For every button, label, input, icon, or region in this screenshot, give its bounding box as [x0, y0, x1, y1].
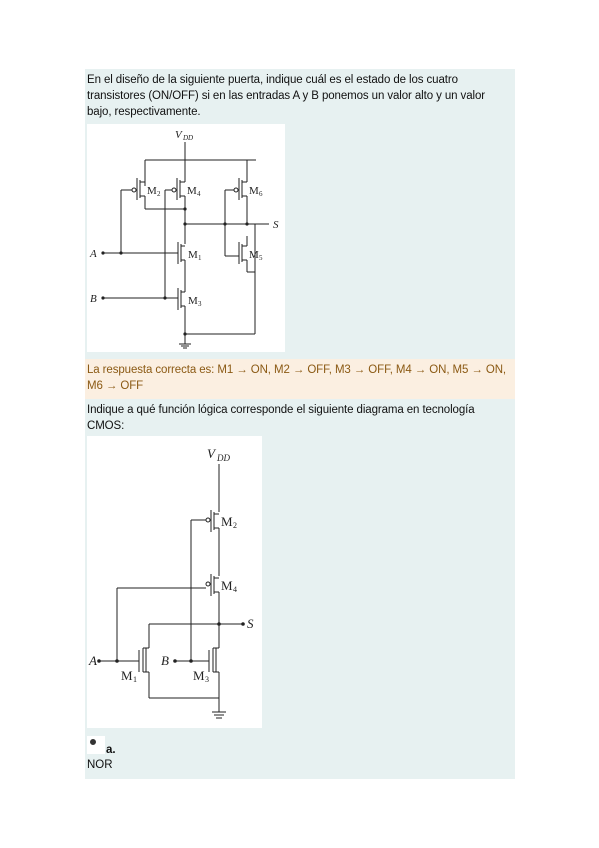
circuit-2-svg: V DD M 2 M 4 S A B M 1 M 3: [88, 446, 254, 719]
vdd-subscript: DD: [216, 453, 230, 463]
m2-label: M: [221, 514, 233, 529]
vdd-label: V: [207, 446, 217, 461]
m2-label: M: [147, 185, 157, 197]
m5-subscript: 5: [259, 254, 263, 262]
question-2-text: Indique a qué función lógica corresponde…: [87, 404, 475, 432]
feedback-panel: [85, 359, 515, 399]
vdd-label: V: [175, 129, 183, 141]
correct-answer-feedback: La respuesta correcta es: M1 → ON, M2 → …: [87, 364, 507, 392]
option-a-letter[interactable]: a.: [106, 744, 116, 756]
circuit-1-svg: V DD M 2 M 4 M 6 S A M 1 M 5 B M 3: [89, 129, 279, 349]
m6-subscript: 6: [259, 190, 263, 198]
input-a-label: A: [88, 653, 97, 668]
m6-label: M: [249, 185, 259, 197]
output-s-label: S: [273, 219, 279, 231]
input-b-label: B: [161, 653, 169, 668]
m1-subscript: 1: [198, 254, 202, 262]
question-1-circuit-figure: V DD M 2 M 4 M 6 S A M 1 M 5 B M 3: [87, 124, 285, 352]
option-a-text[interactable]: NOR: [87, 759, 113, 771]
m4-subscript: 4: [197, 190, 201, 198]
m5-label: M: [249, 249, 259, 261]
m2-subscript: 2: [157, 190, 161, 198]
input-b-label: B: [90, 293, 97, 305]
m4-subscript: 4: [233, 585, 237, 594]
m3-label: M: [193, 668, 205, 683]
radio-selected-dot: [90, 739, 96, 745]
m2-subscript: 2: [233, 521, 237, 530]
option-a-radio[interactable]: [87, 736, 105, 754]
m3-subscript: 3: [198, 300, 202, 308]
question-1-text: En el diseño de la siguiente puerta, ind…: [87, 74, 485, 118]
m4-label: M: [187, 185, 197, 197]
m1-label: M: [121, 668, 133, 683]
input-a-label: A: [89, 248, 97, 260]
m4-label: M: [221, 578, 233, 593]
m3-label: M: [188, 295, 198, 307]
m3-subscript: 3: [205, 675, 209, 684]
vdd-subscript: DD: [182, 134, 193, 142]
m1-label: M: [188, 249, 198, 261]
output-s-label: S: [247, 616, 254, 631]
question-2-circuit-figure: V DD M 2 M 4 S A B M 1 M 3: [87, 436, 262, 728]
m1-subscript: 1: [133, 675, 137, 684]
